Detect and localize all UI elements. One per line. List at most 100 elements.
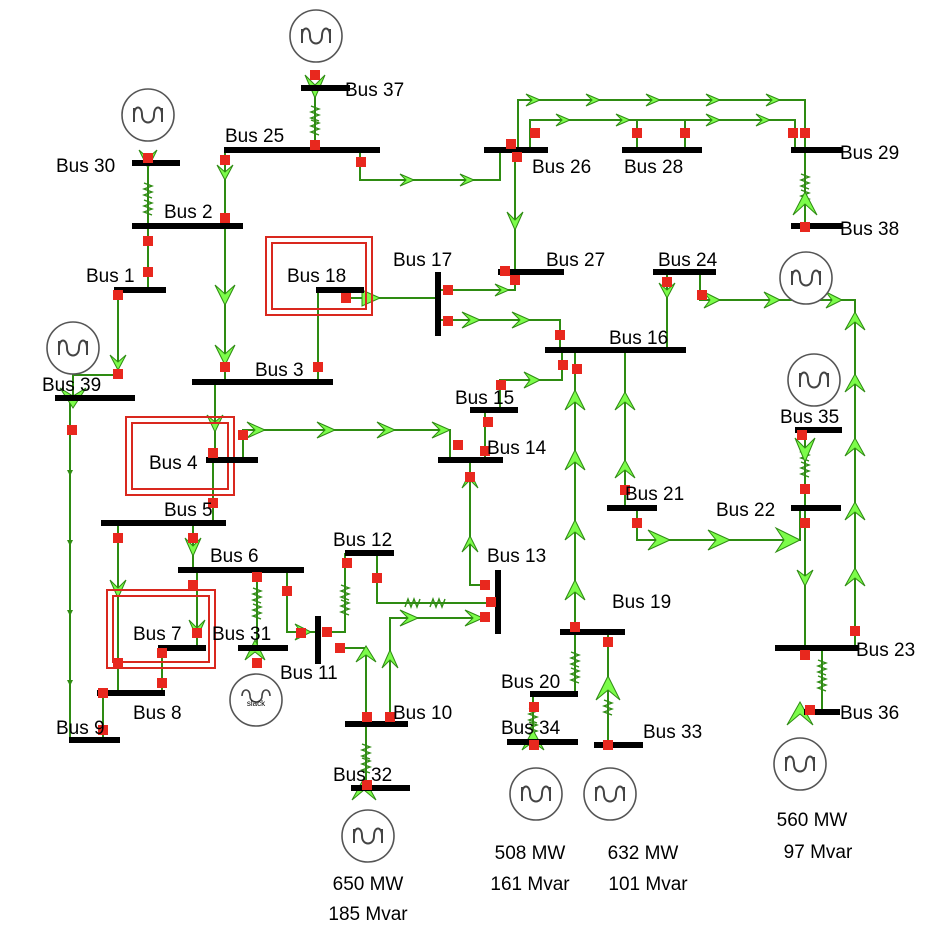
gen34-mw: 508 MW [495,843,566,864]
line-12-13[interactable] [376,553,490,604]
branch-lines [69,88,856,788]
breaker [322,627,332,637]
gen33-mvar: 101 Mvar [608,874,688,895]
bus-label-25: Bus 25 [225,126,284,147]
breaker [800,222,810,232]
breaker [342,558,352,568]
breaker [603,637,613,647]
breaker [572,364,582,374]
breaker [500,266,510,276]
breaker [512,152,522,162]
flow-arrows [59,74,866,801]
breaker [797,430,807,440]
line-16-17[interactable] [440,319,561,350]
bus-label-34: Bus 34 [501,718,561,739]
breaker [372,573,382,583]
breaker [341,293,351,303]
breaker [208,498,218,508]
bus-label-14: Bus 14 [487,438,547,459]
bus-label-29: Bus 29 [840,143,899,164]
bus-label-13: Bus 13 [487,546,546,567]
breaker [558,360,568,370]
breaker [800,518,810,528]
bus-label-2: Bus 2 [164,202,213,223]
generator-icon [787,353,841,407]
slack-label: slack [247,699,266,708]
breaker [143,267,153,277]
gen34-mvar: 161 Mvar [490,874,570,895]
bus-label-6: Bus 6 [210,546,259,567]
breaker [220,213,230,223]
breaker [443,285,453,295]
gen32-mvar: 185 Mvar [328,904,408,925]
bus-label-7: Bus 7 [133,624,182,645]
bus-label-9: Bus 9 [56,718,105,739]
breaker [570,622,580,632]
bus-label-23: Bus 23 [856,640,915,661]
bus-label-11: Bus 11 [280,663,338,684]
breaker [335,643,345,653]
gen33-mw: 632 MW [608,843,679,864]
breaker [113,369,123,379]
breaker [632,128,642,138]
breaker [662,277,672,287]
breaker [113,658,123,668]
bus-label-8: Bus 8 [133,703,182,724]
breaker [443,316,453,326]
bus-label-4: Bus 4 [149,453,198,474]
bus-label-36: Bus 36 [840,703,899,724]
bus-label-22: Bus 22 [716,500,775,521]
bus-label-27: Bus 27 [546,250,605,271]
line-23-24[interactable] [699,272,856,648]
line-1-39[interactable] [72,290,119,398]
breaker [788,128,798,138]
generator-icon [583,767,637,821]
breaker [529,740,539,750]
line-4-14[interactable] [242,429,451,460]
highlighted-bus-frames [106,236,373,669]
breaker [483,417,493,427]
breaker [800,128,810,138]
breaker [385,712,395,722]
breaker [362,780,372,790]
breaker [188,580,198,590]
bus-label-1: Bus 1 [86,266,135,287]
breaker [356,157,366,167]
bus-label-38: Bus 38 [840,219,899,240]
generator-icon [121,88,175,142]
line-25-26[interactable] [359,150,501,181]
breaker [192,628,202,638]
line-6-11[interactable] [286,570,318,633]
line-28-29[interactable] [636,119,796,150]
bus-label-33: Bus 33 [643,722,702,743]
flow-ticks-9-39 [67,470,73,686]
bus-label-20: Bus 20 [501,672,560,693]
slack-generator-icon: slack [229,673,283,727]
breaker [465,472,475,482]
line-26-29[interactable] [517,99,806,150]
breaker [310,70,320,80]
bus-label-10: Bus 10 [393,703,452,724]
breaker [220,362,230,372]
line-10-13[interactable] [389,617,485,724]
breaker [313,362,323,372]
bus-label-19: Bus 19 [612,592,671,613]
breaker [310,140,320,150]
breaker [98,688,108,698]
highlight-bus-18 [265,236,373,316]
breakers[interactable] [67,70,860,790]
breaker [800,484,810,494]
breaker [143,236,153,246]
generators[interactable]: slack [46,9,841,863]
breaker [113,533,123,543]
breaker [157,678,167,688]
bus-label-17: Bus 17 [393,250,452,271]
bus-label-32: Bus 32 [333,765,392,786]
bus-bars[interactable] [55,85,858,791]
breaker [282,586,292,596]
generator-icon [509,767,563,821]
generator-icon [341,809,395,863]
line-26-28[interactable] [529,119,686,150]
breaker [850,626,860,636]
bus-label-26: Bus 26 [532,157,591,178]
